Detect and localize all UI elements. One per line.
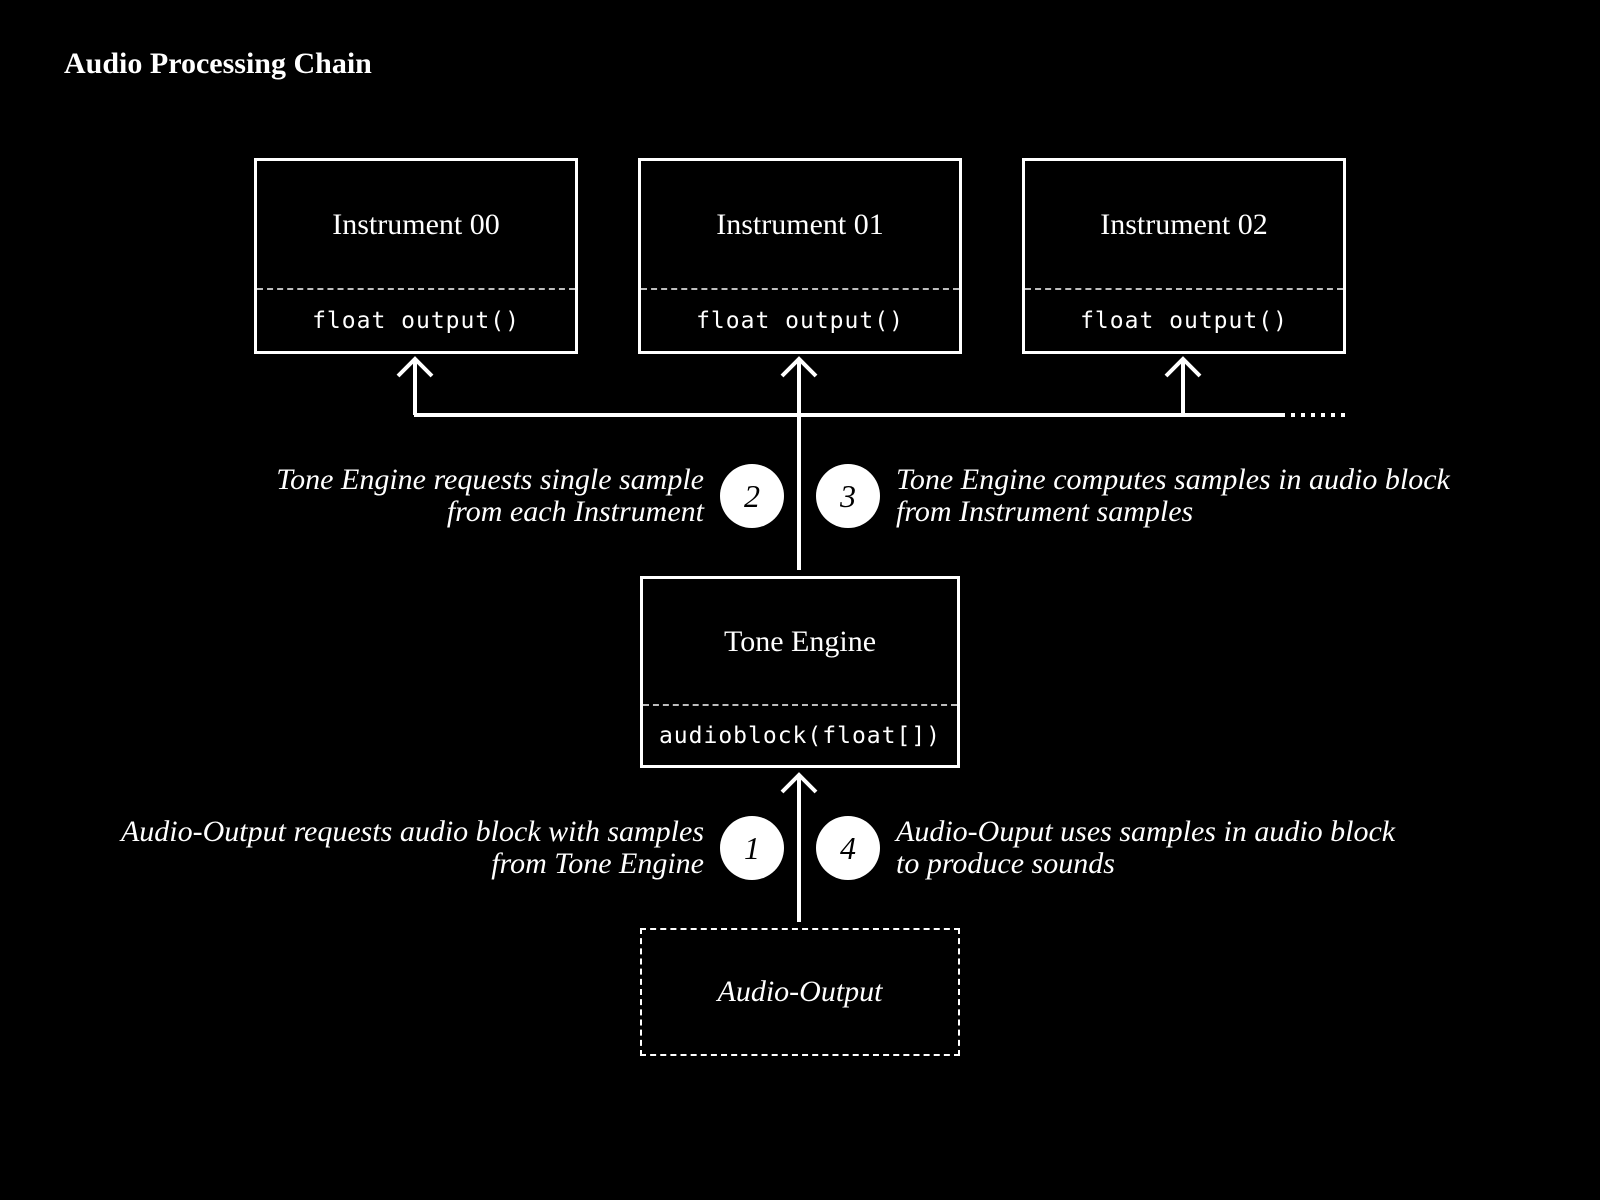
step-2-description: Tone Engine requests single sample from … <box>276 464 704 528</box>
diagram-title: Audio Processing Chain <box>64 47 372 80</box>
instrument-02-box: Instrument 02 float output() <box>1022 158 1346 354</box>
step-2-line-2: from each Instrument <box>446 495 704 528</box>
step-badge-1: 1 <box>720 816 784 880</box>
step-3-line-2: from Instrument samples <box>896 495 1194 528</box>
arrowhead-instrument-01 <box>780 356 818 378</box>
instrument-00-box: Instrument 00 float output() <box>254 158 578 354</box>
instrument-02-separator <box>1025 288 1343 290</box>
arrowhead-tone-engine <box>780 772 818 794</box>
step-2-line-1: Tone Engine requests single sample <box>276 463 704 496</box>
instrument-01-name: Instrument 01 <box>716 207 884 241</box>
instrument-01-separator <box>641 288 959 290</box>
instrument-00-name: Instrument 00 <box>332 207 500 241</box>
tone-engine-separator <box>643 704 957 706</box>
tone-engine-box: Tone Engine audioblock(float[]) <box>640 576 960 768</box>
audio-output-name: Audio-Output <box>717 975 883 1008</box>
arrowhead-instrument-02 <box>1164 356 1202 378</box>
step-4-description: Audio-Ouput uses samples in audio block … <box>896 816 1395 880</box>
arrowhead-instrument-00 <box>396 356 434 378</box>
instrument-02-method: float output() <box>1080 307 1288 334</box>
instrument-00-method: float output() <box>312 307 520 334</box>
step-3-line-1: Tone Engine computes samples in audio bl… <box>896 463 1450 496</box>
step-4-line-1: Audio-Ouput uses samples in audio block <box>896 815 1396 848</box>
step-badge-2: 2 <box>720 464 784 528</box>
step-4-line-2: to produce sounds <box>896 847 1115 880</box>
step-1-line-2: from Tone Engine <box>491 847 704 880</box>
instrument-02-name: Instrument 02 <box>1100 207 1268 241</box>
step-1-description: Audio-Output requests audio block with s… <box>121 816 704 880</box>
tone-engine-method: audioblock(float[]) <box>658 722 942 749</box>
step-badge-3: 3 <box>816 464 880 528</box>
instrument-01-method: float output() <box>696 307 904 334</box>
tone-engine-name: Tone Engine <box>723 624 877 658</box>
step-3-description: Tone Engine computes samples in audio bl… <box>896 464 1450 528</box>
step-1-line-1: Audio-Output requests audio block with s… <box>120 815 704 848</box>
instrument-01-box: Instrument 01 float output() <box>638 158 962 354</box>
instrument-00-separator <box>257 288 575 290</box>
step-badge-4: 4 <box>816 816 880 880</box>
audio-output-box: Audio-Output <box>640 928 960 1056</box>
